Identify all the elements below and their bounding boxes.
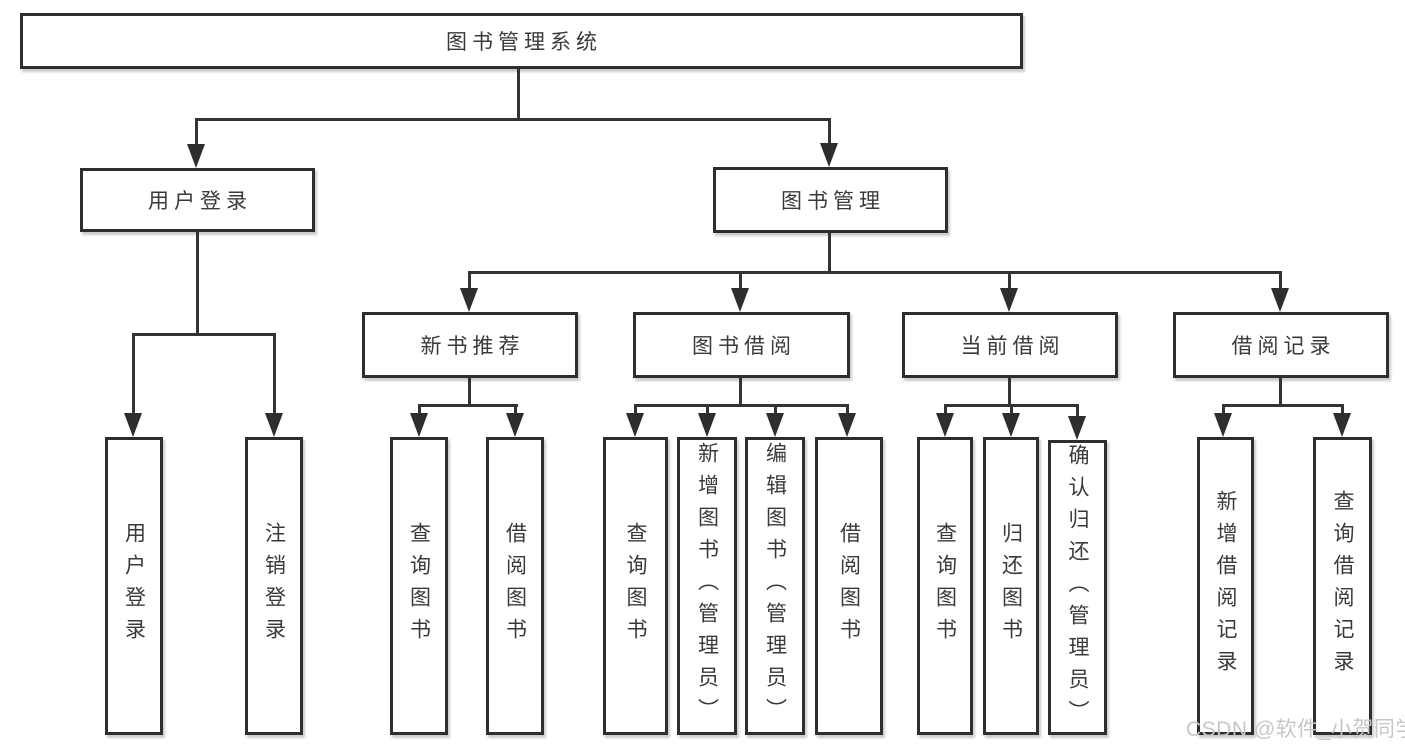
- connector-arrowhead: [766, 413, 784, 437]
- connector-arrowhead: [506, 413, 524, 437]
- node-current-borrow: 当前借阅: [902, 312, 1118, 378]
- connector-line: [944, 404, 947, 418]
- connector-line: [517, 69, 520, 120]
- connector-line: [418, 404, 518, 407]
- leaf-current-return-label: 归还图书: [999, 522, 1023, 650]
- connector-line: [634, 404, 637, 418]
- leaf-records-add-label: 新增借阅记录: [1214, 490, 1237, 682]
- leaf-newbook-borrow: 借阅图书: [486, 437, 544, 735]
- leaf-records-add: 新增借阅记录: [1197, 437, 1254, 735]
- leaf-borrow-query-label: 查询图书: [624, 522, 647, 650]
- node-book-borrow-label: 图书借阅: [692, 335, 796, 358]
- connector-arrowhead: [1068, 416, 1086, 440]
- connector-line: [1222, 404, 1225, 418]
- connector-line: [132, 333, 135, 419]
- leaf-logout: 注销登录: [245, 437, 303, 735]
- connector-arrowhead: [820, 143, 838, 167]
- connector-line: [468, 271, 1282, 274]
- connector-line: [195, 118, 831, 121]
- node-borrow-records: 借阅记录: [1173, 312, 1389, 378]
- leaf-borrow-add: 新增图书（管理员）: [677, 437, 737, 735]
- leaf-newbook-query-label: 查询图书: [407, 522, 431, 650]
- node-root: 图书管理系统: [20, 13, 1023, 69]
- leaf-newbook-query: 查询图书: [390, 437, 448, 735]
- connector-arrowhead: [936, 413, 954, 437]
- leaf-current-query: 查询图书: [917, 437, 973, 735]
- node-user-login-label: 用户登录: [148, 190, 252, 213]
- connector-line: [1008, 378, 1011, 407]
- connector-line: [1279, 378, 1282, 407]
- connector-arrowhead: [187, 144, 205, 168]
- connector-arrowhead: [698, 413, 716, 437]
- connector-line: [739, 271, 742, 296]
- connector-line: [846, 404, 849, 418]
- connector-arrowhead: [731, 288, 749, 312]
- connector-arrowhead: [410, 413, 428, 437]
- connector-line: [706, 404, 709, 418]
- connector-line: [828, 118, 831, 158]
- node-book-mgmt-label: 图书管理: [781, 190, 885, 213]
- leaf-current-query-label: 查询图书: [933, 522, 957, 650]
- connector-arrowhead: [460, 288, 478, 312]
- connector-line: [1010, 404, 1013, 418]
- connector-arrowhead: [838, 413, 856, 437]
- connector-arrowhead: [1333, 413, 1351, 437]
- connector-line: [514, 404, 517, 418]
- leaf-borrow-query: 查询图书: [603, 437, 668, 735]
- connector-line: [1008, 271, 1011, 296]
- leaf-newbook-borrow-label: 借阅图书: [503, 522, 527, 650]
- leaf-user-login: 用户登录: [105, 437, 163, 735]
- node-new-book-rec: 新书推荐: [362, 312, 578, 378]
- connector-arrowhead: [626, 413, 644, 437]
- connector-line: [195, 118, 198, 158]
- connector-line: [1341, 404, 1344, 418]
- node-root-label: 图书管理系统: [446, 31, 602, 54]
- node-book-mgmt: 图书管理: [713, 167, 948, 233]
- connector-arrowhead: [265, 413, 283, 437]
- node-user-login: 用户登录: [80, 168, 315, 232]
- connector-arrowhead: [1002, 413, 1020, 437]
- node-current-borrow-label: 当前借阅: [960, 335, 1065, 358]
- node-borrow-records-label: 借阅记录: [1231, 335, 1336, 358]
- connector-line: [468, 271, 471, 296]
- connector-line: [1279, 271, 1282, 296]
- connector-arrowhead: [124, 413, 142, 437]
- leaf-records-query-label: 查询借阅记录: [1331, 490, 1354, 682]
- leaf-borrow-add-label: 新增图书（管理员）: [695, 442, 719, 730]
- connector-line: [132, 333, 276, 336]
- connector-arrowhead: [1271, 288, 1289, 312]
- connector-line: [196, 232, 199, 336]
- leaf-user-login-label: 用户登录: [122, 522, 146, 650]
- leaf-current-confirm-label: 确认归还（管理员）: [1066, 443, 1089, 732]
- connector-line: [828, 233, 831, 274]
- leaf-borrow-borrow-label: 借阅图书: [837, 522, 861, 650]
- leaf-borrow-edit-label: 编辑图书（管理员）: [763, 442, 787, 730]
- connector-line: [634, 404, 848, 407]
- connector-line: [418, 404, 421, 418]
- connector-arrowhead: [1214, 413, 1232, 437]
- leaf-borrow-borrow: 借阅图书: [815, 437, 883, 735]
- connector-line: [273, 333, 276, 419]
- node-book-borrow: 图书借阅: [633, 312, 850, 378]
- node-new-book-rec-label: 新书推荐: [420, 335, 525, 358]
- connector-line: [739, 378, 742, 407]
- connector-line: [1076, 404, 1079, 420]
- leaf-borrow-edit: 编辑图书（管理员）: [745, 437, 805, 735]
- leaf-records-query: 查询借阅记录: [1313, 437, 1372, 735]
- connector-line: [1222, 404, 1344, 407]
- leaf-current-return: 归还图书: [983, 437, 1039, 735]
- connector-line: [774, 404, 777, 418]
- csdn-watermark: CSDN @软件_小贺同学: [1186, 718, 1405, 741]
- leaf-current-confirm: 确认归还（管理员）: [1048, 440, 1107, 735]
- connector-line: [468, 378, 471, 407]
- leaf-logout-label: 注销登录: [262, 522, 286, 650]
- connector-arrowhead: [1000, 288, 1018, 312]
